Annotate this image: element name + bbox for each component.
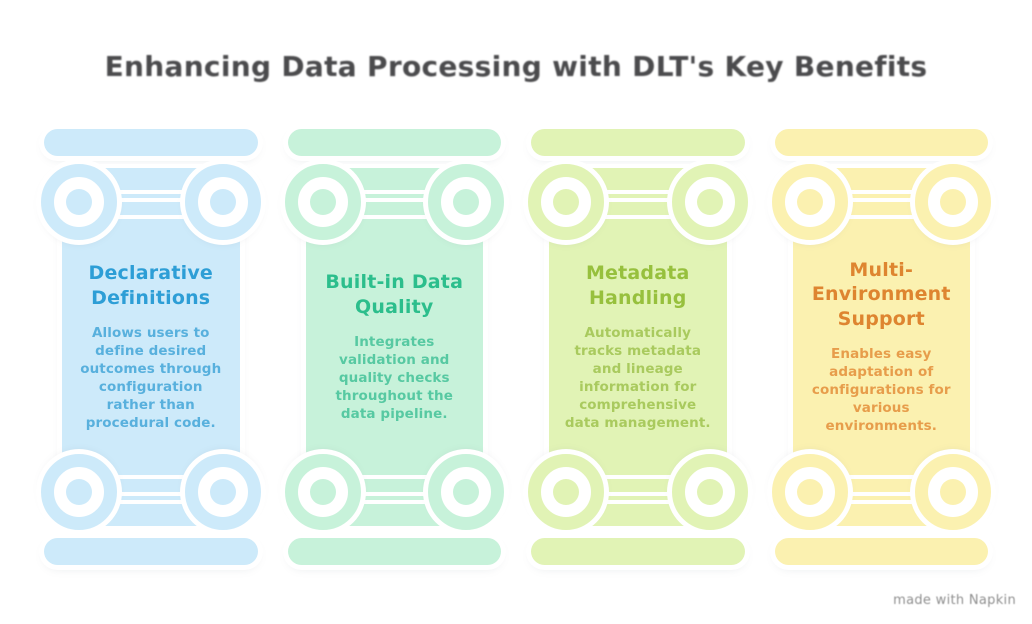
pillar-capital-top [528, 163, 748, 241]
pillar-base-bar [287, 538, 501, 565]
watermark: made with Napkin [893, 593, 1016, 608]
pillar-cap-bar [287, 129, 501, 156]
pillar-group: Declarative Definitions Allows users to … [41, 129, 991, 565]
pillar-multi-environment-support: Multi-Environment Support Enables easy a… [771, 129, 991, 565]
volute-icon [41, 454, 117, 530]
pillar-capital-bottom [771, 453, 991, 531]
architrave-bar-narrow [845, 202, 917, 215]
architrave-bar-narrow [358, 202, 430, 215]
volute-icon [428, 454, 504, 530]
pillar-cap-bar [531, 129, 745, 156]
architrave-bar-narrow [602, 202, 674, 215]
pillar-cap-bar [774, 129, 988, 156]
pillar-built-in-data-quality: Built-in Data Quality Integrates validat… [284, 129, 504, 565]
architrave-bar-narrow [358, 479, 430, 492]
pillar-title: Multi-Environment Support [811, 259, 951, 330]
pillar-title: Built-in Data Quality [325, 271, 464, 318]
pillar-capital-top [41, 163, 261, 241]
architrave-bar-narrow [115, 202, 187, 215]
pillar-base-bar [44, 538, 258, 565]
volute-icon [528, 164, 604, 240]
architrave-bar-wide [342, 168, 446, 190]
architrave-bar-wide [99, 168, 203, 190]
pillar-description: Enables easy adaptation of configuration… [811, 346, 951, 434]
pillar-title: Metadata Handling [585, 262, 690, 309]
pillar-description: Integrates validation and quality checks… [335, 333, 454, 422]
pillar-description: Automatically tracks metadata and lineag… [564, 324, 711, 431]
pillar-capital-bottom [284, 453, 504, 531]
pillar-shaft: Declarative Definitions Allows users to … [62, 193, 240, 501]
volute-icon [915, 164, 991, 240]
pillar-base-bar [774, 538, 988, 565]
pillar-shaft: Built-in Data Quality Integrates validat… [305, 193, 483, 501]
pillar-metadata-handling: Metadata Handling Automatically tracks m… [528, 129, 748, 565]
volute-icon [771, 454, 848, 530]
architrave-bar-narrow [115, 479, 187, 492]
pillar-base-bar [531, 538, 745, 565]
volute-icon [671, 454, 748, 530]
page-title: Enhancing Data Processing with DLT's Key… [104, 50, 928, 83]
volute-icon [915, 454, 991, 530]
pillar-shaft: Metadata Handling Automatically tracks m… [549, 193, 727, 501]
pillar-declarative-definitions: Declarative Definitions Allows users to … [41, 129, 261, 565]
pillar-capital-bottom [41, 453, 261, 531]
architrave-bar-wide [829, 168, 933, 190]
pillar-shaft: Multi-Environment Support Enables easy a… [792, 193, 970, 501]
pillar-cap-bar [44, 129, 258, 156]
volute-icon [671, 164, 748, 240]
pillar-description: Allows users to define desired outcomes … [80, 324, 222, 431]
volute-icon [184, 164, 261, 240]
volute-icon [771, 164, 848, 240]
pillar-capital-top [284, 163, 504, 241]
architrave-bar-narrow [602, 479, 674, 492]
volute-icon [284, 164, 361, 240]
pillar-capital-top [771, 163, 991, 241]
architrave-bar-wide [829, 504, 933, 526]
architrave-bar-narrow [845, 479, 917, 492]
volute-icon [41, 164, 117, 240]
volute-icon [428, 164, 504, 240]
pillar-title: Declarative Definitions [88, 262, 213, 309]
architrave-bar-wide [586, 168, 690, 190]
volute-icon [284, 454, 361, 530]
volute-icon [528, 454, 604, 530]
architrave-bar-wide [342, 504, 446, 526]
architrave-bar-wide [99, 504, 203, 526]
pillar-capital-bottom [528, 453, 748, 531]
architrave-bar-wide [586, 504, 690, 526]
volute-icon [184, 454, 261, 530]
